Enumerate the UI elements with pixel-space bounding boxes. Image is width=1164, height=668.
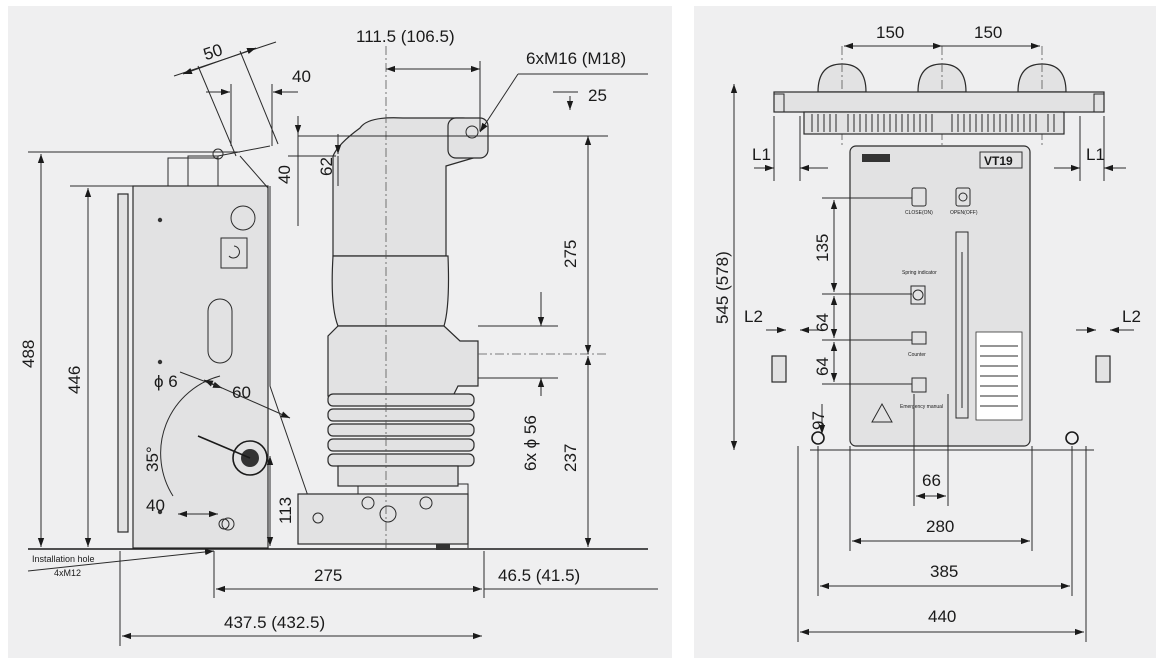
dim-135: 135 <box>813 234 832 262</box>
left-terminal <box>771 355 787 383</box>
side-view-panel: 50 40 111.5 (106.5) 6xM16 (M18) 25 62 40… <box>8 6 672 658</box>
counter <box>911 331 927 345</box>
dim-40-top: 40 <box>292 67 311 86</box>
front-view-panel: VT19 CLOSE(ON) OPEN(OFF) Spring indicato… <box>694 6 1156 658</box>
dim-488: 488 <box>19 340 38 368</box>
base-plate <box>297 493 469 545</box>
dim-275-horizontal: 275 <box>314 566 342 585</box>
dim-237: 237 <box>561 444 580 472</box>
dim-97: 97 <box>809 411 828 430</box>
indicator-window <box>955 231 969 419</box>
brand-logo <box>862 154 890 162</box>
dim-440: 440 <box>928 607 956 626</box>
mechanism-housing <box>117 155 269 549</box>
dim-40-vertical: 40 <box>275 165 294 184</box>
dim-275-vertical: 275 <box>561 240 580 268</box>
dim-113: 113 <box>276 497 295 524</box>
dim-62: 62 <box>317 157 336 176</box>
emergency-label: Emergency manual <box>900 404 943 410</box>
dim-phi6: ϕ 6 <box>154 372 178 391</box>
dim-6xm16: 6xM16 (M18) <box>526 49 626 68</box>
dim-111-5: 111.5 (106.5) <box>356 27 455 46</box>
top-busbar-frame <box>773 91 1105 135</box>
dim-66: 66 <box>922 471 941 490</box>
dim-25: 25 <box>588 86 607 105</box>
insulated-pole <box>327 46 489 551</box>
dim-64-lower: 64 <box>813 357 832 376</box>
shed-stack <box>327 393 475 467</box>
dim-150-right: 150 <box>974 23 1002 42</box>
dim-L1-right: L1 <box>1086 145 1105 164</box>
model-label: VT19 <box>984 154 1013 168</box>
dim-L1-left: L1 <box>752 145 771 164</box>
installation-hole-label: Installation hole <box>32 554 95 564</box>
dim-50: 50 <box>201 40 225 64</box>
front-panel: VT19 CLOSE(ON) OPEN(OFF) Spring indicato… <box>849 145 1031 447</box>
warning-icon <box>871 402 893 423</box>
dim-437-5: 437.5 (432.5) <box>224 613 325 632</box>
dim-150-left: 150 <box>876 23 904 42</box>
close-button[interactable] <box>911 187 927 207</box>
dim-40-bottom: 40 <box>146 496 165 515</box>
open-button[interactable] <box>955 187 971 207</box>
dim-385: 385 <box>930 562 958 581</box>
close-button-label: CLOSE(ON) <box>905 210 933 216</box>
dim-446: 446 <box>65 366 84 394</box>
right-terminal <box>1095 355 1111 383</box>
spring-indicator <box>910 285 926 305</box>
dim-60: 60 <box>232 383 251 402</box>
installation-hole-spec: 4xM12 <box>54 568 81 578</box>
front-view-drawing: VT19 CLOSE(ON) OPEN(OFF) Spring indicato… <box>713 23 1141 642</box>
dim-46-5: 46.5 (41.5) <box>498 566 580 585</box>
emergency-manual[interactable] <box>911 377 927 393</box>
dim-L2-left: L2 <box>744 307 763 326</box>
pole-caps <box>817 46 1067 146</box>
dim-545: 545 (578) <box>713 251 732 324</box>
operating-lever <box>160 145 271 497</box>
open-button-label: OPEN(OFF) <box>950 210 978 216</box>
dim-64-upper: 64 <box>813 313 832 332</box>
spring-indicator-label: Spring indicator <box>902 270 937 276</box>
dim-35-degrees: 35° <box>143 446 162 472</box>
counter-label: Counter <box>908 352 926 358</box>
dim-6x-phi56: 6x ϕ 56 <box>521 415 540 471</box>
side-view-drawing: 50 40 111.5 (106.5) 6xM16 (M18) 25 62 40… <box>19 27 658 646</box>
dim-280: 280 <box>926 517 954 536</box>
dim-L2-right: L2 <box>1122 307 1141 326</box>
